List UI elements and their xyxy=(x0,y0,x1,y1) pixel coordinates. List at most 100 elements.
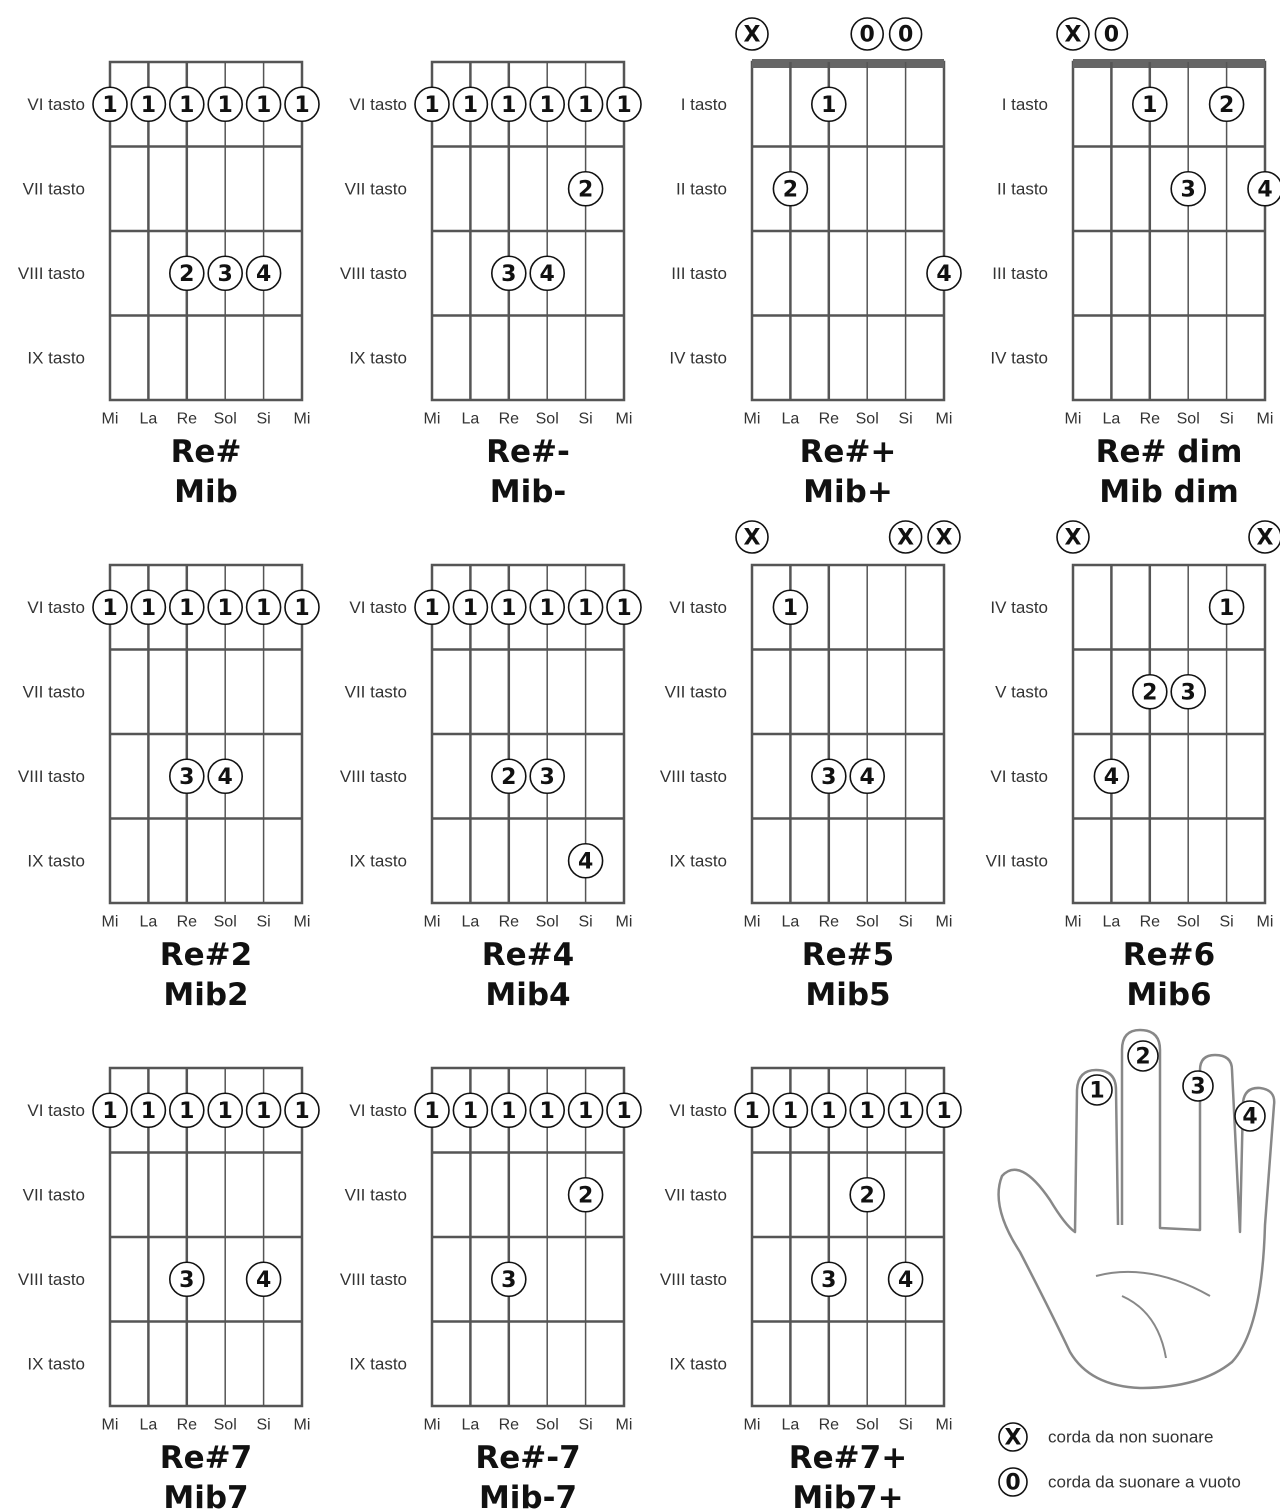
finger-marker-4-text: 4 xyxy=(218,765,233,790)
string-name-label: Mi xyxy=(102,1417,119,1434)
finger-marker-1: 1 xyxy=(208,1093,242,1127)
string-name-label: Si xyxy=(1219,411,1233,428)
finger-marker-1: 1 xyxy=(1133,87,1167,121)
finger-marker-3-text: 3 xyxy=(821,1268,836,1293)
finger-marker-1: 1 xyxy=(569,1093,603,1127)
finger-marker-1: 1 xyxy=(415,87,449,121)
nut-bar xyxy=(752,59,944,68)
string-name-label: Mi xyxy=(294,1417,311,1434)
finger-marker-1-text: 1 xyxy=(936,1099,951,1124)
fret-label: IX tasto xyxy=(349,348,407,367)
finger-marker-1: 1 xyxy=(170,590,204,624)
fret-label: VI tasto xyxy=(349,95,407,114)
string-name-label: Re xyxy=(499,1417,520,1434)
string-name-label: Mi xyxy=(744,914,761,931)
hand-outline xyxy=(999,1030,1275,1388)
string-name-label: Re xyxy=(819,411,840,428)
fret-label: VIII tasto xyxy=(18,264,85,283)
finger-marker-2: 2 xyxy=(569,1178,603,1212)
finger-marker-3-text: 3 xyxy=(218,262,233,287)
finger-marker-4: 4 xyxy=(1094,759,1128,793)
finger-marker-3: 3 xyxy=(492,256,526,290)
muted-string-marker-text: X xyxy=(744,526,761,551)
fret-label: VI tasto xyxy=(349,1101,407,1120)
chord-name: Mib7+ xyxy=(792,1480,903,1512)
finger-marker-3: 3 xyxy=(208,256,242,290)
string-name-label: Si xyxy=(578,411,592,428)
finger-marker-4: 4 xyxy=(569,844,603,878)
fret-label: VII tasto xyxy=(345,179,407,198)
finger-marker-3-text: 3 xyxy=(179,765,194,790)
string-name-label: Re xyxy=(819,914,840,931)
finger-marker-1-text: 1 xyxy=(179,1099,194,1124)
legend-open-icon-text: 0 xyxy=(1005,1471,1020,1496)
fret-label: VIII tasto xyxy=(660,767,727,786)
string-name-label: Re xyxy=(1140,914,1161,931)
fret-label: III tasto xyxy=(671,264,727,283)
finger-marker-1-text: 1 xyxy=(616,596,631,621)
fret-label: IX tasto xyxy=(349,851,407,870)
string-name-label: Sol xyxy=(536,411,559,428)
string-name-label: Re xyxy=(499,411,520,428)
finger-marker-1-text: 1 xyxy=(141,93,156,118)
string-name-label: Mi xyxy=(936,411,953,428)
hand-figure: 1234 xyxy=(999,1030,1275,1388)
finger-marker-1-text: 1 xyxy=(218,596,233,621)
finger-marker-1: 1 xyxy=(492,590,526,624)
finger-marker-1-text: 1 xyxy=(540,596,555,621)
fret-label: IV tasto xyxy=(990,598,1048,617)
fret-label: VI tasto xyxy=(27,598,85,617)
string-name-label: Mi xyxy=(424,1417,441,1434)
finger-marker-1-text: 1 xyxy=(424,1099,439,1124)
finger-marker-1-text: 1 xyxy=(294,93,309,118)
fret-label: VII tasto xyxy=(665,1185,727,1204)
string-name-label: Sol xyxy=(856,914,879,931)
fret-label: VI tasto xyxy=(669,598,727,617)
fret-label: VIII tasto xyxy=(18,1270,85,1289)
finger-marker-1: 1 xyxy=(285,87,319,121)
fret-label: IX tasto xyxy=(27,1354,85,1373)
finger-marker-3-text: 3 xyxy=(501,262,516,287)
chord-name: Mib4 xyxy=(485,977,570,1013)
string-name-label: Si xyxy=(256,1417,270,1434)
chord-name: Mib5 xyxy=(805,977,890,1013)
fret-label: IX tasto xyxy=(349,1354,407,1373)
finger-marker-1-text: 1 xyxy=(179,93,194,118)
finger-marker-3: 3 xyxy=(812,759,846,793)
string-name-label: Mi xyxy=(294,914,311,931)
finger-marker-3: 3 xyxy=(812,1262,846,1296)
hand-finger-1-marker-text: 1 xyxy=(1089,1079,1104,1104)
fret-label: IX tasto xyxy=(669,851,727,870)
finger-marker-1: 1 xyxy=(131,1093,165,1127)
fret-label: VII tasto xyxy=(986,851,1048,870)
hand-crease-lower xyxy=(1122,1296,1166,1358)
finger-marker-3: 3 xyxy=(492,1262,526,1296)
finger-marker-1: 1 xyxy=(93,1093,127,1127)
string-name-label: Mi xyxy=(936,914,953,931)
legend-muted-icon: X xyxy=(999,1423,1027,1451)
string-name-label: Sol xyxy=(214,914,237,931)
finger-marker-1-text: 1 xyxy=(783,596,798,621)
finger-marker-1: 1 xyxy=(812,87,846,121)
finger-marker-1: 1 xyxy=(415,1093,449,1127)
finger-marker-4: 4 xyxy=(247,1262,281,1296)
finger-marker-1-text: 1 xyxy=(540,1099,555,1124)
string-name-label: Mi xyxy=(1065,914,1082,931)
string-name-label: Mi xyxy=(294,411,311,428)
finger-marker-1-text: 1 xyxy=(821,1099,836,1124)
muted-string-marker: X xyxy=(928,521,960,553)
finger-marker-1-text: 1 xyxy=(578,93,593,118)
finger-marker-1: 1 xyxy=(850,1093,884,1127)
finger-marker-4: 4 xyxy=(927,256,961,290)
finger-marker-1: 1 xyxy=(453,87,487,121)
finger-marker-1: 1 xyxy=(492,87,526,121)
string-name-label: La xyxy=(462,1417,480,1434)
string-name-label: Si xyxy=(578,1417,592,1434)
string-name-label: Si xyxy=(898,411,912,428)
legend-muted-icon-text: X xyxy=(1005,1426,1022,1451)
finger-marker-4-text: 4 xyxy=(898,1268,913,1293)
fret-label: VIII tasto xyxy=(340,264,407,283)
finger-marker-1: 1 xyxy=(492,1093,526,1127)
